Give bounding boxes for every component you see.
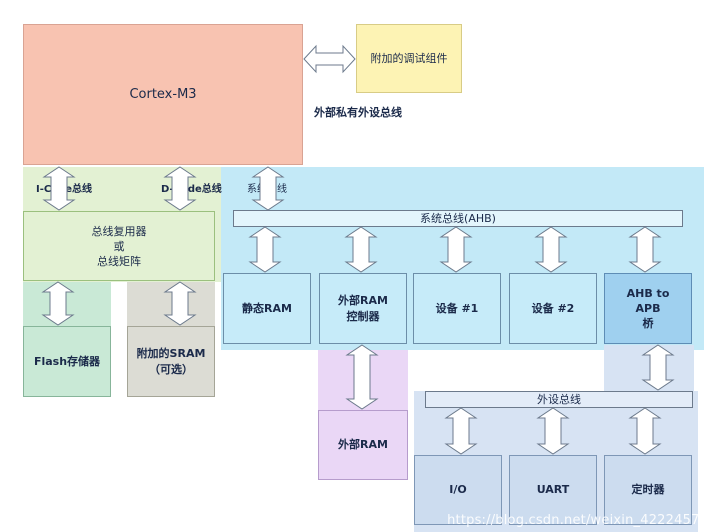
- flash-memory-label: Flash存储器: [33, 354, 101, 368]
- ahb-system-bus-label: 系统总线(AHB): [420, 211, 496, 225]
- bridge-line3: 桥: [642, 317, 654, 330]
- static-ram-box: 静态RAM: [223, 273, 311, 344]
- device-2-label: 设备 #2: [531, 301, 575, 315]
- apb-uart-arrow: [536, 407, 570, 455]
- ahb-static-ram-arrow: [248, 226, 282, 273]
- uart-label: UART: [536, 483, 570, 496]
- debug-components-box: 附加的调试组件: [356, 24, 462, 93]
- peripheral-bus-label: 外设总线: [537, 392, 581, 406]
- bus-matrix-sram-arrow: [163, 281, 197, 326]
- external-ram-box: 外部RAM: [318, 410, 408, 480]
- ahb-to-apb-bridge-box: AHB to APB 桥: [604, 273, 692, 344]
- ahb-bridge-arrow: [628, 226, 662, 273]
- device-2-box: 设备 #2: [509, 273, 597, 344]
- apb-io-arrow: [444, 407, 478, 455]
- io-box: I/O: [414, 455, 502, 525]
- device-1-label: 设备 #1: [435, 301, 479, 315]
- ahb-device1-arrow: [439, 226, 473, 273]
- sram-label-line1: 附加的SRAM: [136, 346, 206, 360]
- debug-components-label: 附加的调试组件: [370, 51, 448, 65]
- dcode-arrow: [163, 166, 197, 211]
- timer-box: 定时器: [604, 455, 692, 525]
- uart-box: UART: [509, 455, 597, 525]
- icode-arrow: [42, 166, 76, 211]
- dcode-bus-label: D-Code总线: [161, 184, 222, 195]
- system-bus-arrow: [251, 166, 285, 211]
- peripheral-bus: 外设总线: [425, 391, 693, 408]
- external-ram-label: 外部RAM: [338, 438, 388, 451]
- bridge-line1: AHB to: [626, 287, 670, 300]
- sram-box: 附加的SRAM （可选）: [127, 326, 215, 397]
- bus-matrix-line1: 总线复用器: [91, 224, 147, 238]
- external-ram-controller-line1: 外部RAM: [338, 293, 388, 307]
- bus-matrix-line3: 总线矩阵: [97, 254, 141, 268]
- external-ram-controller-box: 外部RAM 控制器: [319, 273, 407, 344]
- cortex-debug-arrow: [303, 44, 356, 74]
- ahb-system-bus: 系统总线(AHB): [233, 210, 683, 227]
- ahb-ext-ram-ctrl-arrow: [344, 226, 378, 273]
- sram-label-line2: （可选）: [149, 362, 193, 376]
- ahb-device2-arrow: [534, 226, 568, 273]
- flash-memory-box: Flash存储器: [23, 326, 111, 397]
- apb-timer-arrow: [628, 407, 662, 455]
- external-ram-controller-line2: 控制器: [346, 309, 380, 323]
- ext-ram-ctrl-ext-ram-arrow: [345, 344, 379, 410]
- cortex-m3-core: Cortex-M3: [23, 24, 303, 165]
- bus-matrix-box: 总线复用器 或 总线矩阵: [23, 211, 215, 281]
- static-ram-label: 静态RAM: [242, 301, 292, 315]
- bus-matrix-flash-arrow: [41, 281, 75, 326]
- ppb-label: 外部私有外设总线: [314, 106, 402, 119]
- bridge-apb-arrow: [641, 344, 675, 391]
- timer-label: 定时器: [631, 483, 665, 496]
- bridge-line2: APB: [635, 302, 661, 315]
- bus-matrix-line2: 或: [113, 239, 125, 253]
- io-label: I/O: [449, 483, 467, 496]
- watermark-text: https://blog.csdn.net/weixin_42224577: [447, 513, 708, 528]
- device-1-box: 设备 #1: [413, 273, 501, 344]
- cortex-m3-label: Cortex-M3: [129, 86, 197, 102]
